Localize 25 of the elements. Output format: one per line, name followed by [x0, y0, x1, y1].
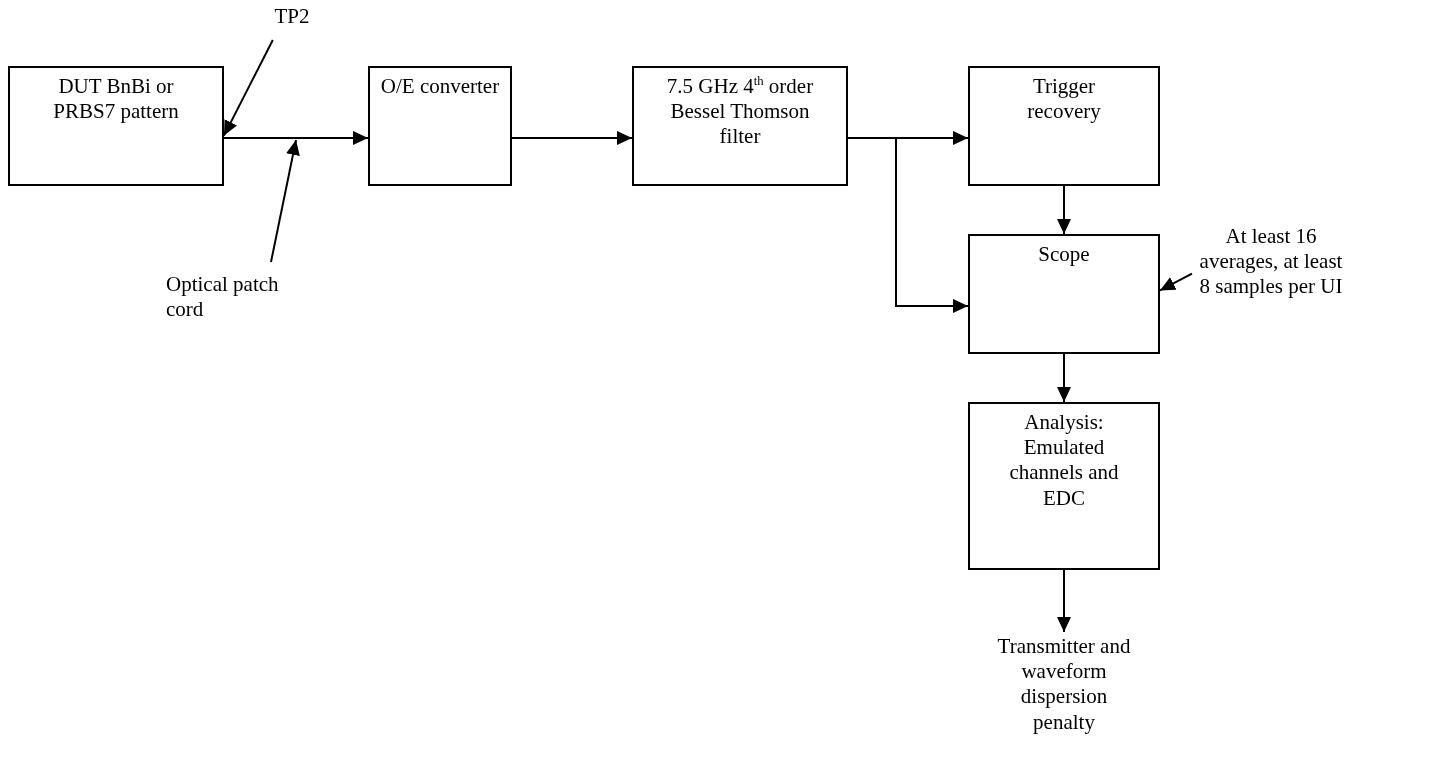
arrow	[1057, 353, 1071, 403]
box-label: Scope	[1037, 242, 1091, 268]
arrow	[847, 137, 969, 313]
process-box	[368, 66, 512, 186]
leader-line	[223, 39, 274, 137]
annotation-text: At least 16 averages, at least 8 samples per UI	[1196, 224, 1346, 304]
process-box	[968, 66, 1160, 186]
leader-line	[1159, 272, 1193, 292]
process-box	[632, 66, 848, 186]
leader-line	[270, 139, 300, 263]
box-label: Trigger recovery	[1026, 74, 1102, 125]
arrow	[1057, 185, 1071, 235]
box-label: Analysis: Emulated channels and EDC	[1008, 410, 1120, 511]
arrow	[511, 131, 633, 145]
box-label: DUT BnBi or PRBS7 pattern	[52, 74, 180, 125]
box-label: 7.5 GHz 4$^{th}$ order Bessel Thomson filter	[665, 74, 815, 150]
arrow	[1057, 569, 1071, 633]
process-box	[968, 402, 1160, 570]
annotation-text: TP2	[268, 4, 316, 30]
process-box	[8, 66, 224, 186]
annotation-text: Transmitter and waveform dispersion penalty	[996, 634, 1132, 778]
process-box	[968, 234, 1160, 354]
arrow	[223, 131, 369, 145]
box-label: O/E converter	[379, 74, 501, 100]
annotation-text: Optical patch cord	[166, 272, 316, 326]
